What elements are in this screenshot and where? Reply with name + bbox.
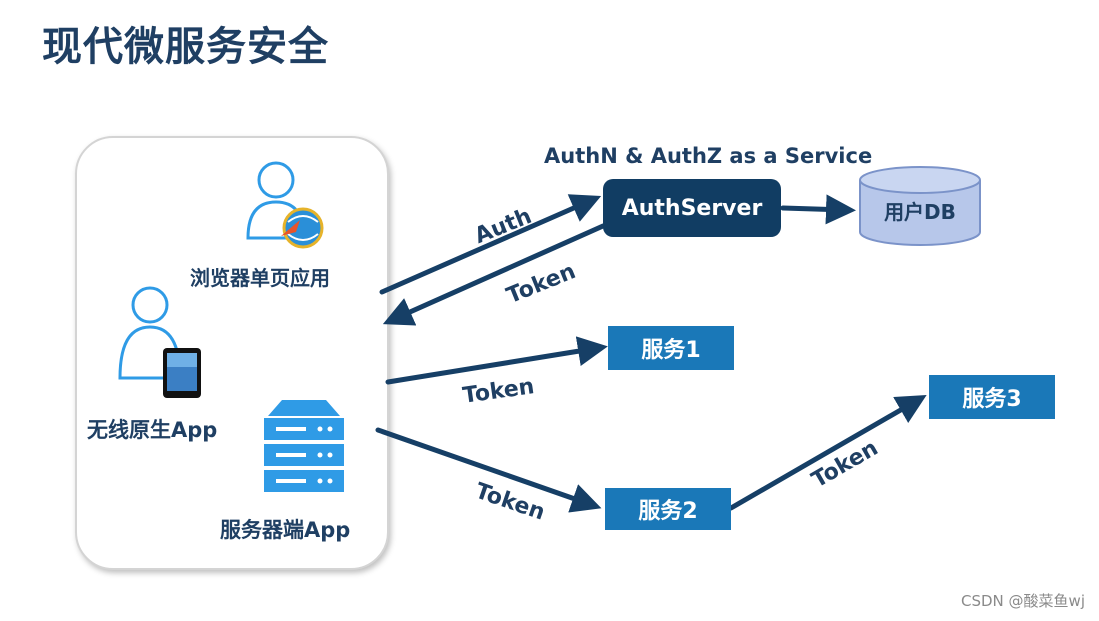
service-3-node: 服务3 [929, 375, 1055, 419]
user-db-label: 用户DB [884, 200, 956, 224]
browser-spa-label: 浏览器单页应用 [190, 266, 330, 290]
service-1-node: 服务1 [608, 326, 734, 370]
server-icon [264, 400, 344, 492]
arrow-to-service2 [375, 427, 602, 513]
user-db-cylinder [859, 166, 981, 246]
mobile-native-app-label: 无线原生App [87, 418, 218, 442]
browser-globe-icon [281, 207, 324, 249]
auth-service-caption: AuthN & AuthZ as a Service [544, 144, 873, 168]
auth-server-node: AuthServer [603, 179, 781, 237]
arrow-service2-to-service3 [728, 394, 927, 511]
arrow-to-service1 [385, 336, 608, 385]
page-title: 现代微服务安全 [42, 24, 329, 70]
arrow-authserver-to-db [780, 194, 856, 225]
service-2-node: 服务2 [605, 488, 731, 530]
watermark: CSDN @酸菜鱼wj [961, 592, 1085, 610]
tablet-icon [163, 348, 201, 398]
arrow-token-return [382, 223, 606, 326]
arrow-auth-request [379, 194, 602, 295]
server-app-label: 服务器端App [220, 518, 351, 542]
